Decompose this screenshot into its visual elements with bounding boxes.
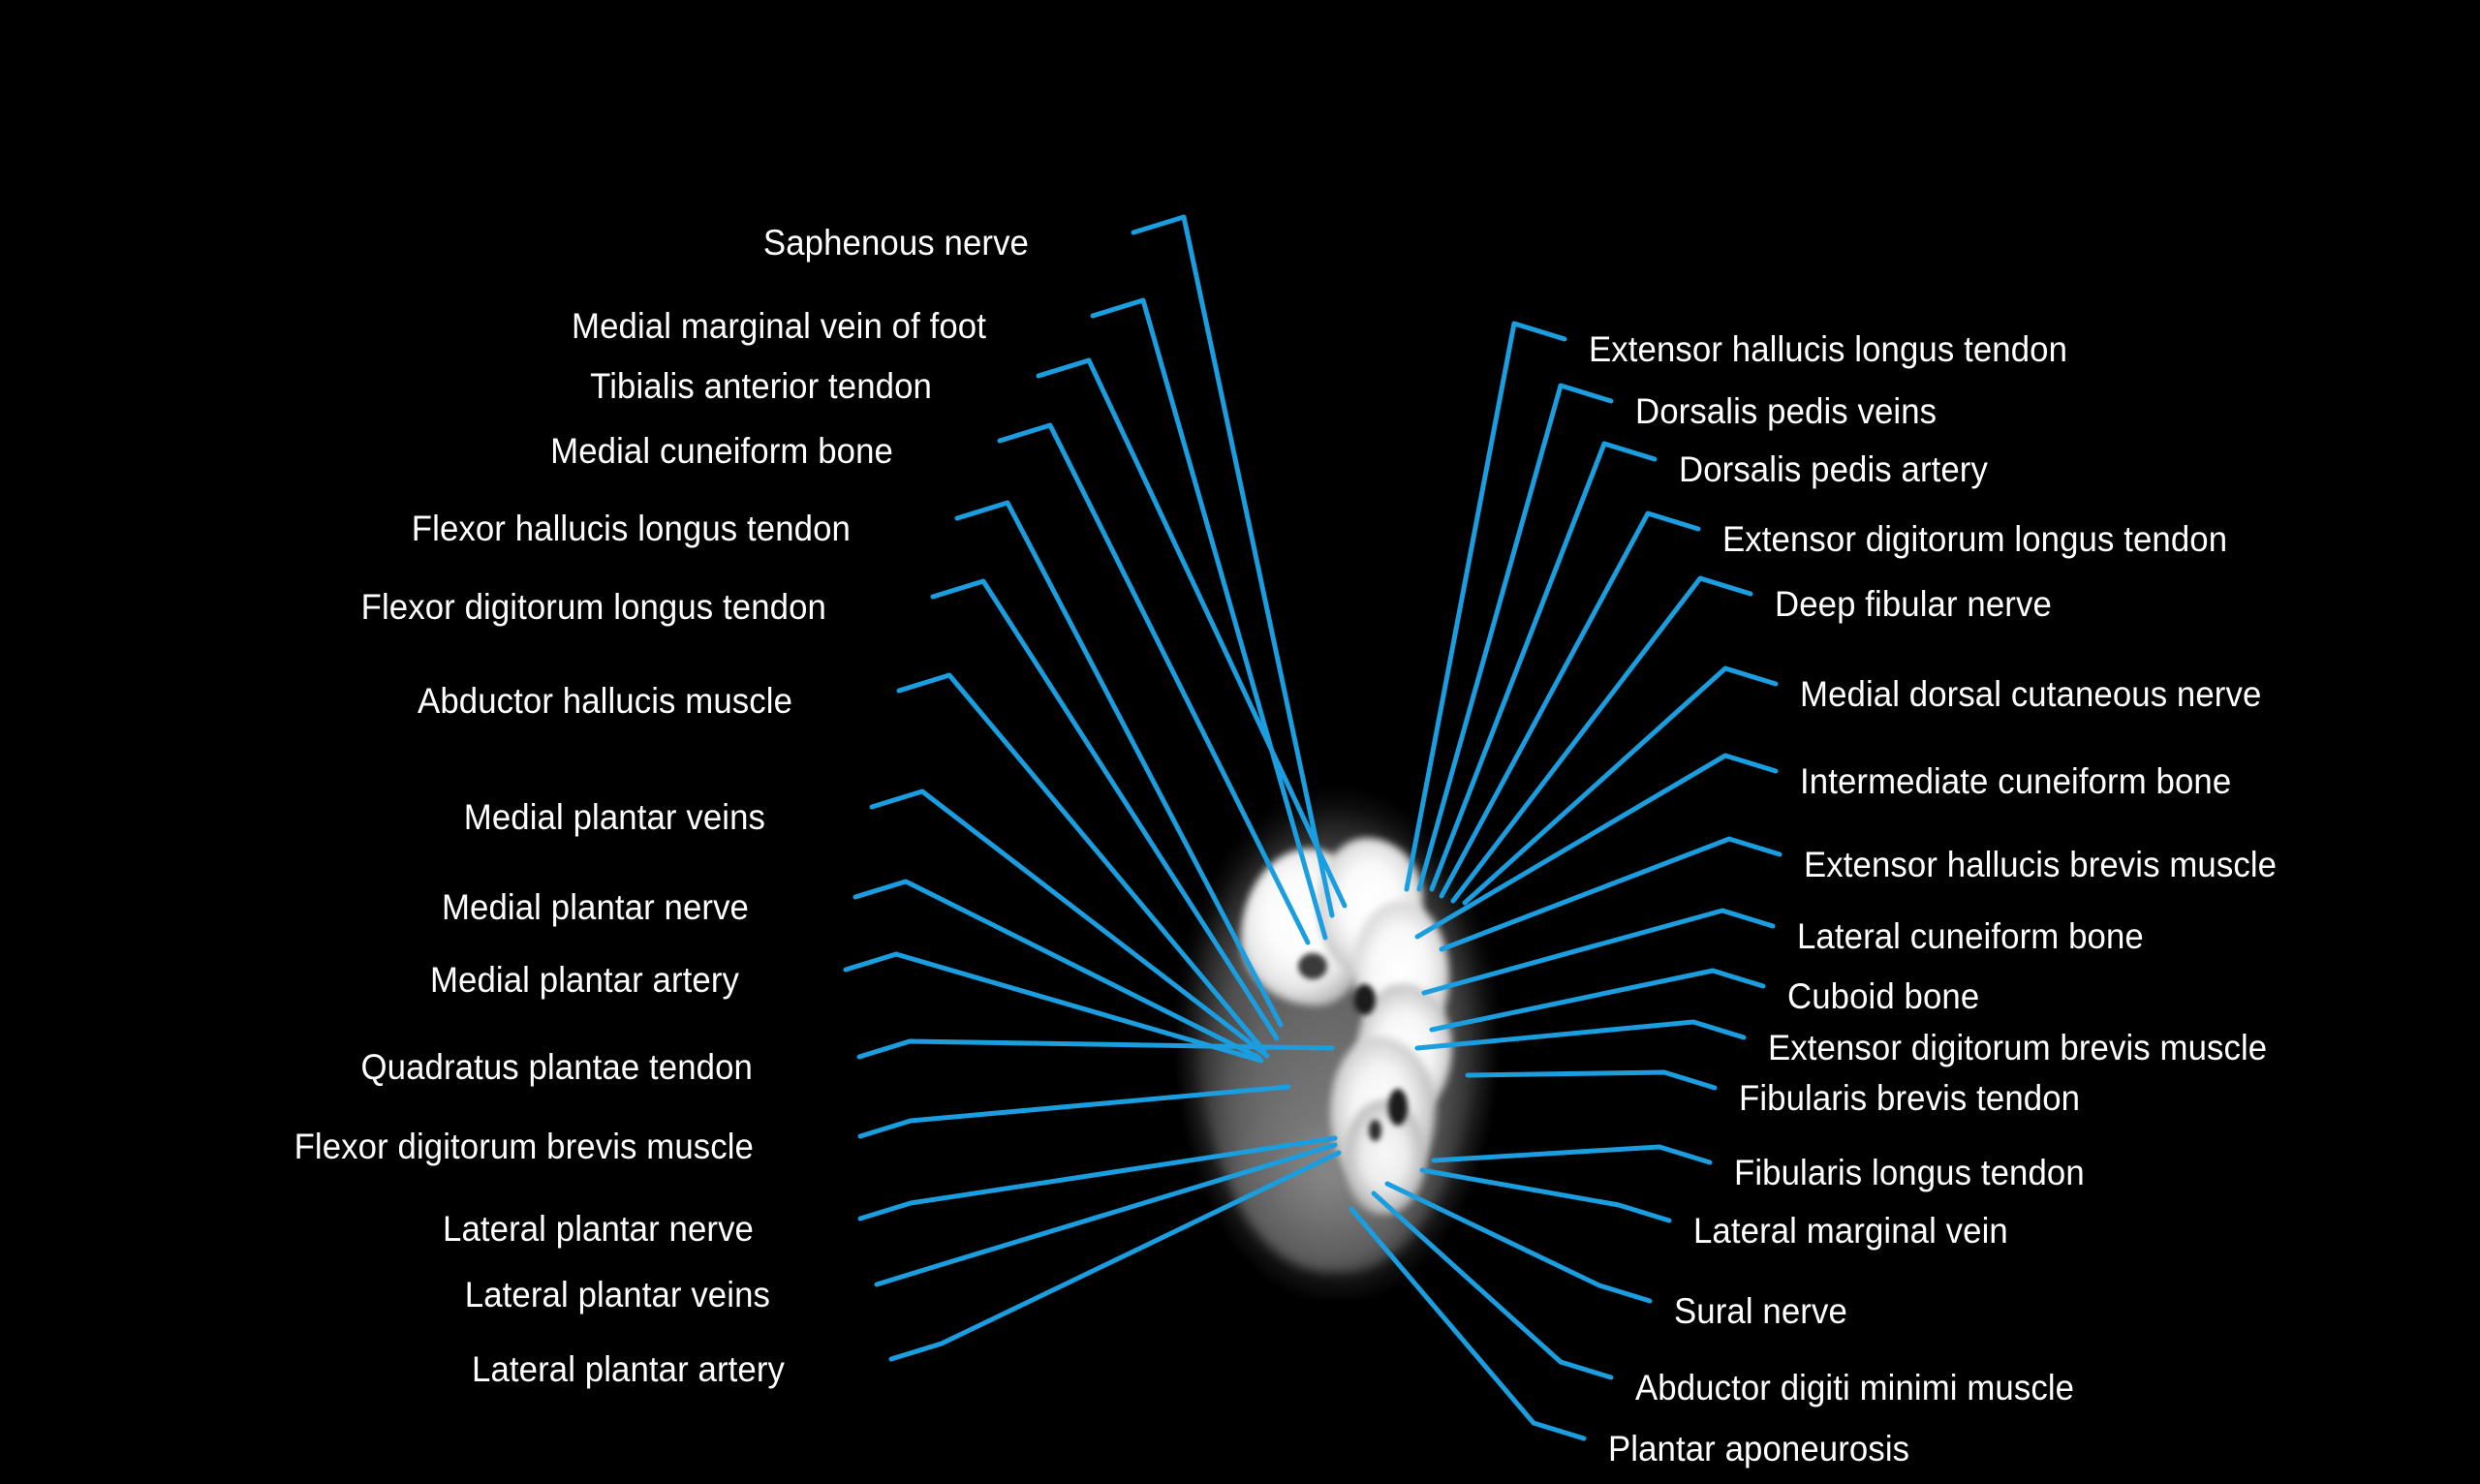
- leader-line: [1465, 1069, 1718, 1091]
- leader-line: [1462, 665, 1779, 906]
- anatomy-label: Medial plantar nerve: [441, 887, 749, 927]
- anatomy-label: Flexor digitorum longus tendon: [360, 587, 826, 627]
- anatomy-label: Dorsalis pedis veins: [1635, 391, 1938, 431]
- anatomy-label: Medial dorsal cutaneous nerve: [1800, 674, 2262, 714]
- anatomy-label: Flexor digitorum brevis muscle: [294, 1127, 754, 1166]
- anatomy-label: Lateral cuneiform bone: [1797, 916, 2144, 956]
- anatomy-label: Lateral marginal vein: [1693, 1211, 2008, 1251]
- anatomy-label: Deep fibular nerve: [1775, 584, 2052, 624]
- anatomy-label: Lateral plantar nerve: [443, 1209, 754, 1249]
- anatomy-label: Tibialis anterior tendon: [590, 366, 932, 406]
- anatomy-label: Fibularis brevis tendon: [1739, 1078, 2081, 1118]
- anatomy-label: Fibularis longus tendon: [1734, 1153, 2085, 1192]
- anatomy-label: Plantar aponeurosis: [1608, 1429, 1910, 1469]
- anatomy-label: Saphenous nerve: [762, 223, 1029, 263]
- anatomy-label: Abductor hallucis muscle: [418, 681, 792, 721]
- marrow-void-4: [1298, 952, 1328, 979]
- anatomy-label: Quadratus plantae tendon: [360, 1047, 753, 1087]
- anatomy-label: Sural nerve: [1674, 1291, 1847, 1331]
- anatomy-label: Lateral plantar artery: [472, 1349, 785, 1389]
- anatomy-label: Extensor hallucis brevis muscle: [1804, 845, 2278, 884]
- anatomy-label: Medial marginal vein of foot: [572, 306, 986, 346]
- anatomy-label: Abductor digiti minimi muscle: [1635, 1368, 2075, 1407]
- anatomy-label: Extensor digitorum longus tendon: [1722, 519, 2228, 559]
- anatomy-label: Cuboid bone: [1787, 976, 1980, 1016]
- anatomy-label: Extensor hallucis longus tendon: [1589, 329, 2068, 369]
- anatomy-label: Intermediate cuneiform bone: [1800, 761, 2232, 801]
- anatomy-label: Medial plantar veins: [463, 797, 765, 837]
- anatomy-label: Lateral plantar veins: [464, 1275, 770, 1314]
- anatomy-label: Dorsalis pedis artery: [1679, 449, 1988, 489]
- marrow-void-2: [1387, 1089, 1408, 1126]
- anatomy-label: Medial plantar artery: [429, 960, 739, 1000]
- lower-bone-region-2: [1343, 1098, 1427, 1215]
- leader-line: [1450, 575, 1753, 904]
- foot-ct-scan-image: [1177, 775, 1497, 1298]
- marrow-void-3: [1369, 1120, 1382, 1141]
- marrow-void-1: [1352, 984, 1376, 1016]
- anatomy-label: Flexor hallucis longus tendon: [411, 509, 851, 548]
- anatomy-label: Medial cuneiform bone: [550, 431, 893, 471]
- anatomy-label: Extensor digitorum brevis muscle: [1768, 1028, 2268, 1067]
